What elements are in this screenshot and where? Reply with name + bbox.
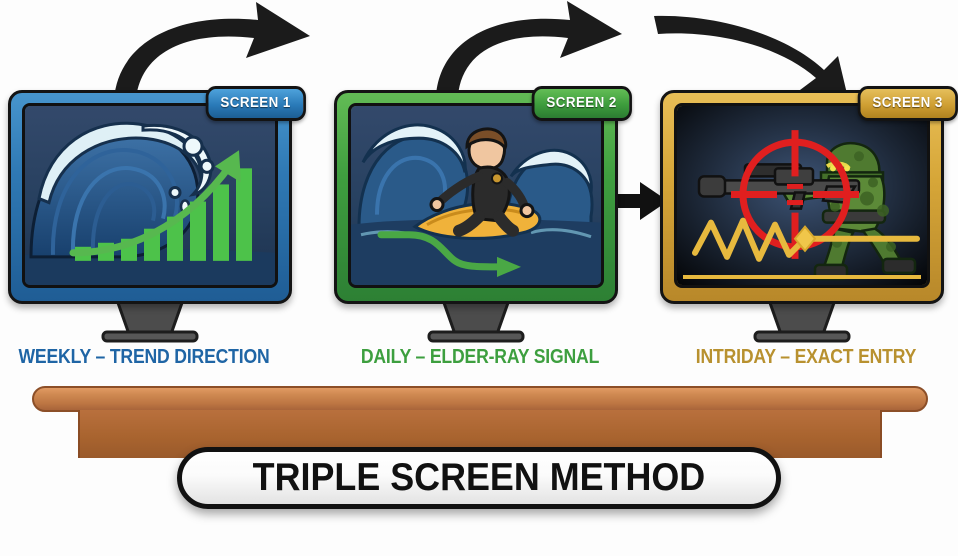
monitor-2-inner-frame bbox=[348, 103, 604, 288]
screen-unit-2[interactable]: SCREEN 2 bbox=[326, 72, 632, 343]
monitor-3[interactable]: SCREEN 3 bbox=[660, 86, 958, 304]
arrow-screen2-to-screen3-icon bbox=[606, 182, 668, 220]
screen-unit-3[interactable]: SCREEN 3 bbox=[652, 72, 958, 343]
surfer-illustration bbox=[351, 106, 601, 285]
screen-1-display bbox=[25, 106, 275, 285]
crosshair-icon bbox=[731, 130, 859, 259]
title-banner: TRIPLE SCREEN METHOD bbox=[177, 447, 781, 509]
monitor-2[interactable]: SCREEN 2 bbox=[334, 86, 632, 304]
monitor-1[interactable]: SCREEN 1 bbox=[8, 86, 306, 304]
screen-3-badge[interactable]: SCREEN 3 bbox=[858, 86, 958, 121]
screen-1-badge[interactable]: SCREEN 1 bbox=[206, 86, 306, 121]
screen-2-display bbox=[351, 106, 601, 285]
shelf-top-rail bbox=[32, 386, 928, 412]
monitor-1-inner-frame bbox=[22, 103, 278, 288]
monitor-stand-2 bbox=[427, 300, 525, 343]
sniper-illustration bbox=[677, 106, 927, 285]
screen-unit-1[interactable]: SCREEN 1 bbox=[0, 72, 306, 343]
wave-and-bar-chart-illustration bbox=[25, 106, 275, 285]
monitor-stand-3 bbox=[753, 300, 851, 343]
screen-3-display bbox=[677, 106, 927, 285]
title-banner-text: TRIPLE SCREEN METHOD bbox=[252, 456, 706, 499]
screen-2-badge[interactable]: SCREEN 2 bbox=[532, 86, 632, 121]
caption-screen-3: INTRIDAY – EXACT ENTRY bbox=[695, 346, 917, 368]
caption-screen-1: WEEKLY – TREND DIRECTION bbox=[18, 346, 270, 368]
caption-screen-2: DAILY – ELDER-RAY SIGNAL bbox=[360, 346, 600, 368]
monitor-3-inner-frame bbox=[674, 103, 930, 288]
monitor-stand-1 bbox=[101, 300, 199, 343]
